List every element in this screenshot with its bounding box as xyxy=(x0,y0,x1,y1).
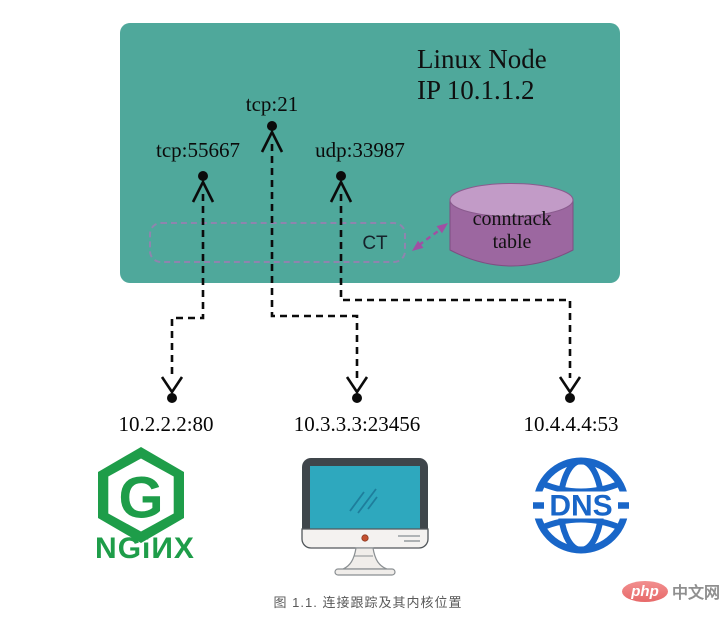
dns-globe-icon: DNS xyxy=(531,457,631,554)
nginx-g-letter: G xyxy=(118,466,163,531)
site-watermark: php 中文网 xyxy=(622,579,720,603)
ct-dashed-box xyxy=(149,222,406,263)
connector-tcp55667 xyxy=(170,194,205,378)
port-label-tcp21: tcp:21 xyxy=(245,92,299,116)
arrowhead-up-icon xyxy=(260,129,284,153)
monitor-stand xyxy=(342,547,388,570)
figure-caption: 图 1.1. 连接跟踪及其内核位置 xyxy=(273,595,463,610)
endpoint-address-host: 10.3.3.3:23456 xyxy=(293,412,421,436)
monitor-base xyxy=(334,568,396,576)
nginx-wordmark: NGiИX xyxy=(95,532,195,565)
connector-udp33987 xyxy=(339,194,572,378)
php-badge-icon: php xyxy=(622,580,668,602)
conntrack-table-label-line1: conntrack xyxy=(472,208,552,230)
watermark-text: 中文网 xyxy=(672,585,721,602)
port-label-udp33987: udp:33987 xyxy=(315,138,405,162)
ct-to-table-arrow xyxy=(412,223,448,251)
ct-label: CT xyxy=(362,233,388,254)
node-title-line2: IP 10.1.1.2 xyxy=(417,75,535,105)
arrowhead-up-icon xyxy=(191,179,215,203)
connector-lines xyxy=(160,129,582,395)
conntrack-table-label-line2: table xyxy=(492,231,532,253)
arrowhead-down-icon xyxy=(345,376,369,395)
arrowhead-down-icon xyxy=(558,376,582,395)
endpoint-address-nginx: 10.2.2.2:80 xyxy=(118,412,214,436)
conntrack-table-cylinder xyxy=(449,183,574,267)
port-label-tcp55667: tcp:55667 xyxy=(156,138,240,162)
connector-dots xyxy=(167,121,575,403)
screen-reflection-icon xyxy=(349,488,378,514)
camera-dot-icon xyxy=(361,534,369,542)
chin-grille-icon xyxy=(398,535,420,542)
arrowhead-up-icon xyxy=(329,179,353,203)
node-title-line1: Linux Node xyxy=(417,44,547,74)
endpoint-address-dns: 10.4.4.4:53 xyxy=(523,412,619,436)
connector-tcp21 xyxy=(270,144,359,378)
nginx-icon: G xyxy=(98,447,184,543)
linux-node-title: Linux Node IP 10.1.1.2 xyxy=(417,44,547,106)
arrowhead-down-icon xyxy=(160,376,184,395)
computer-monitor-icon xyxy=(301,458,429,576)
dns-label: DNS xyxy=(549,490,612,523)
